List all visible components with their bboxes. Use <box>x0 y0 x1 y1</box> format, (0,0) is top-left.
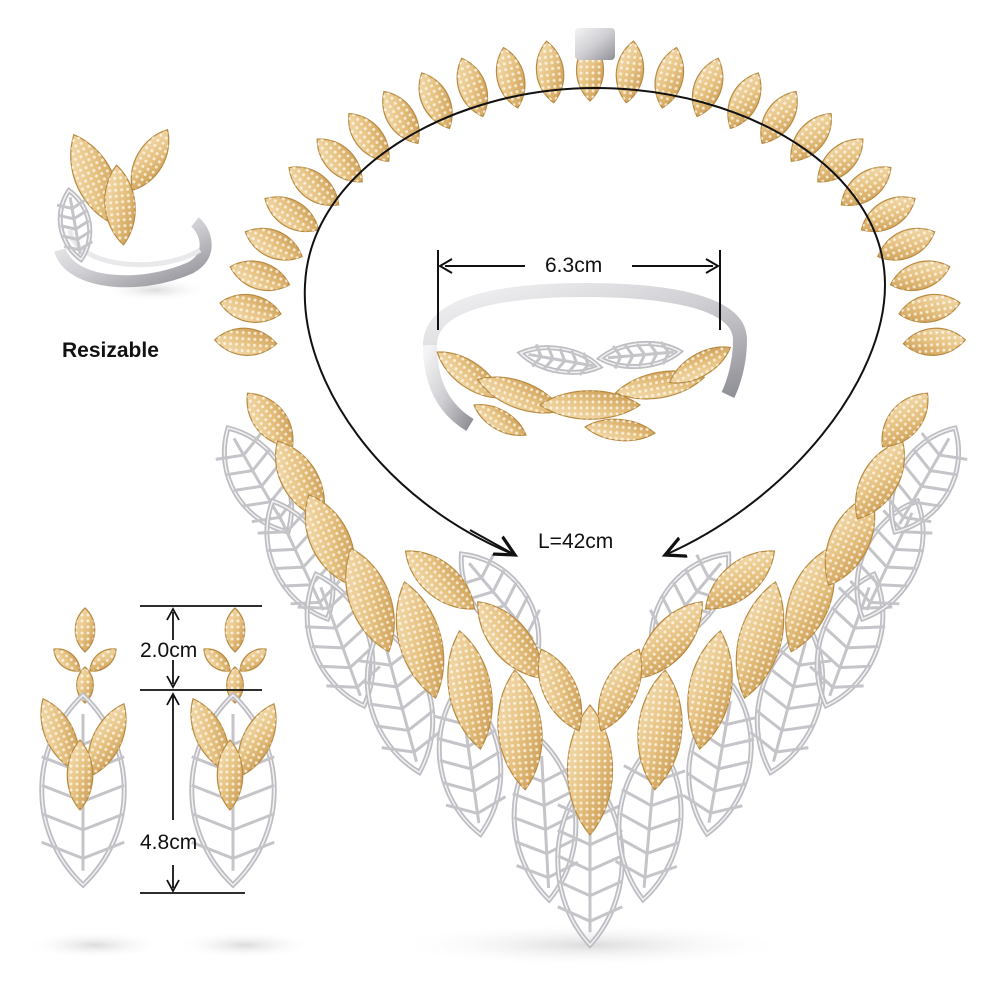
necklace-chain-leaf <box>727 72 762 130</box>
earring-side-leaf <box>203 648 231 672</box>
necklace-length-loop <box>303 86 887 555</box>
necklace-gold-leaf <box>597 648 643 732</box>
bangle-leaf <box>473 403 527 437</box>
bangle-leaf <box>595 340 685 370</box>
necklace-gold-leaf <box>447 629 493 751</box>
necklace-clasp <box>575 28 615 60</box>
necklace-chain-leaf <box>898 294 961 323</box>
necklace-gold-leaf <box>345 547 395 653</box>
bangle-icon <box>423 282 748 442</box>
earring-top-leaf <box>224 607 246 653</box>
earring-top-leaf <box>74 607 96 653</box>
bangle-leaf <box>668 346 732 384</box>
earring-shadow-left <box>25 931 165 959</box>
necklace-gold-leaf <box>246 392 294 448</box>
ring-icon <box>54 128 212 288</box>
bangle-leaf <box>538 390 642 420</box>
ring-resizable-label: Resizable <box>62 339 159 362</box>
necklace-chain-leaf <box>902 327 967 356</box>
necklace-silver-leaf <box>809 570 893 710</box>
necklace-chain-leaf <box>760 90 798 145</box>
earring-top-length-label: 2.0cm <box>140 639 198 662</box>
ring-leaf <box>104 164 136 246</box>
necklace-chain-leaf <box>495 46 526 109</box>
necklace-gold-leaf <box>537 648 583 732</box>
necklace-silver-leaf <box>849 497 933 623</box>
earring-bottom-length-label: 4.8cm <box>140 831 198 854</box>
necklace-chain-leaf <box>535 40 565 104</box>
necklace-gold-leaf <box>404 550 476 610</box>
necklace-gold-leaf <box>395 581 445 699</box>
earring-leaf <box>216 739 244 811</box>
earring-icon <box>39 607 127 889</box>
necklace-chain-leaf <box>288 166 340 206</box>
necklace-chain-leaf <box>790 113 832 162</box>
bangle-leaf <box>516 343 604 376</box>
necklace-chain-leaf <box>877 227 936 261</box>
necklace-gold-leaf <box>687 629 733 751</box>
ring-leaf <box>130 128 170 192</box>
necklace-silver-leaf <box>884 425 968 535</box>
necklace-chain-leaf <box>244 227 303 261</box>
necklace-chain-leaf <box>456 57 489 118</box>
necklace-gold-leaf <box>735 581 785 699</box>
necklace-gold-leaf <box>704 550 776 610</box>
necklace-chain-leaf <box>382 90 420 145</box>
earring-side-leaf <box>89 648 117 672</box>
earring-shadow-right <box>175 931 315 959</box>
necklace-chain-leaf <box>213 327 278 356</box>
earring-leaf <box>66 739 94 811</box>
necklace-chain-leaf <box>654 46 685 109</box>
necklace-length-label: L=42cm <box>538 530 614 553</box>
bangle-measure <box>437 250 721 330</box>
necklace-gold-leaf <box>881 392 929 448</box>
necklace-chain-leaf <box>860 196 916 233</box>
necklace-chain-leaf <box>418 72 453 130</box>
necklace-silver-leaf <box>433 682 507 838</box>
necklace-chain-leaf <box>316 138 363 183</box>
bangle-leaf <box>584 418 656 442</box>
earring-measure <box>140 605 262 894</box>
earring-side-leaf <box>239 648 267 672</box>
necklace-gold-leaf <box>785 547 835 653</box>
necklace-silver-leaf <box>614 736 686 904</box>
necklace-chain-leaf <box>817 138 864 183</box>
ring-leaf <box>56 187 94 263</box>
necklace-chain-leaf <box>615 40 645 104</box>
necklace-chain-leaf <box>691 57 724 118</box>
earring-side-leaf <box>53 648 81 672</box>
necklace-chain-leaf <box>348 113 390 162</box>
necklace-gold-leaf <box>567 704 613 836</box>
necklace-chain-leaf <box>229 260 291 292</box>
necklace-gold-leaf <box>855 440 905 520</box>
necklace-chain-leaf <box>889 260 951 292</box>
earring-silver-leaf <box>39 691 127 889</box>
bangle-width-label: 6.3cm <box>545 254 603 277</box>
necklace-length-arrow-left <box>469 529 515 555</box>
earring-icon <box>189 607 277 889</box>
necklace-gold-leaf <box>637 669 683 791</box>
necklace-gold-leaf <box>497 669 543 791</box>
necklace-chain-leaf <box>219 294 282 323</box>
necklace-icon <box>213 28 968 949</box>
